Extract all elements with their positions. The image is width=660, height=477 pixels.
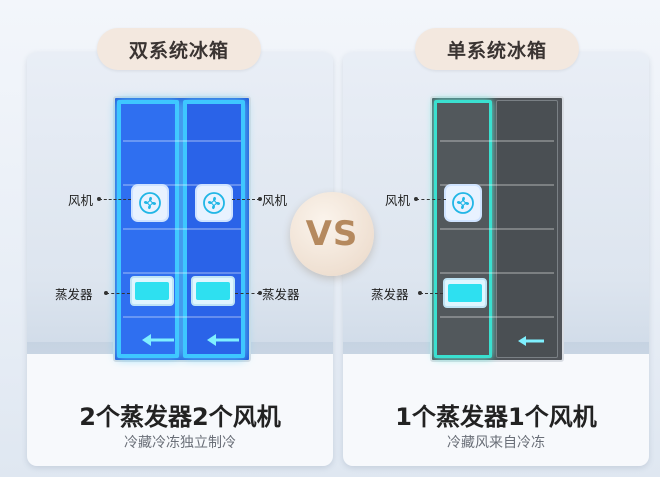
leader-line bbox=[420, 293, 443, 294]
leader-line bbox=[106, 293, 130, 294]
left-door bbox=[117, 100, 179, 358]
leader-line bbox=[99, 199, 131, 200]
fan-blades-icon bbox=[203, 192, 225, 214]
shelf bbox=[123, 140, 241, 142]
shelf bbox=[123, 316, 241, 318]
bottom-card bbox=[27, 354, 333, 466]
bottom-card bbox=[343, 354, 649, 466]
right-door bbox=[496, 100, 558, 358]
shelf bbox=[123, 184, 241, 186]
shelf bbox=[440, 184, 554, 186]
airflow-arrow-icon bbox=[207, 334, 239, 346]
evaporator-icon bbox=[191, 276, 235, 306]
vs-badge: VS bbox=[290, 192, 374, 276]
single-system-title: 1个蒸发器1个风机 bbox=[395, 403, 597, 431]
fan-label: 风机 bbox=[385, 193, 411, 208]
fan-icon bbox=[446, 186, 480, 220]
single-system-subtitle: 冷藏风来自冷冻 bbox=[447, 435, 545, 451]
fan-label: 风机 bbox=[262, 193, 288, 208]
evaporator-label: 蒸发器 bbox=[371, 287, 409, 302]
single-system-fridge bbox=[430, 96, 564, 362]
leader-line bbox=[416, 199, 446, 200]
dual-system-subtitle: 冷藏冷冻独立制冷 bbox=[124, 435, 236, 451]
leader-line bbox=[235, 293, 260, 294]
shelf bbox=[440, 316, 554, 318]
evaporator-icon bbox=[443, 278, 487, 308]
shelf bbox=[440, 228, 554, 230]
dual-system-fridge bbox=[113, 96, 251, 362]
airflow-arrow-icon bbox=[518, 336, 544, 346]
left-door bbox=[434, 100, 492, 358]
dual-system-title: 2个蒸发器2个风机 bbox=[79, 403, 281, 431]
single-system-pill: 单系统冰箱 bbox=[415, 28, 579, 70]
leader-line bbox=[232, 199, 260, 200]
fan-blades-icon bbox=[452, 192, 474, 214]
shelf bbox=[123, 228, 241, 230]
shelf bbox=[440, 272, 554, 274]
airflow-arrow-icon bbox=[142, 334, 174, 346]
shelf bbox=[440, 140, 554, 142]
dual-system-pill: 双系统冰箱 bbox=[97, 28, 261, 70]
fan-blades-icon bbox=[139, 192, 161, 214]
evaporator-label: 蒸发器 bbox=[262, 287, 300, 302]
evaporator-icon bbox=[130, 276, 174, 306]
fan-icon bbox=[133, 186, 167, 220]
shelf bbox=[123, 272, 241, 274]
evaporator-label: 蒸发器 bbox=[55, 287, 93, 302]
right-door bbox=[183, 100, 245, 358]
fan-label: 风机 bbox=[68, 193, 94, 208]
fan-icon bbox=[197, 186, 231, 220]
